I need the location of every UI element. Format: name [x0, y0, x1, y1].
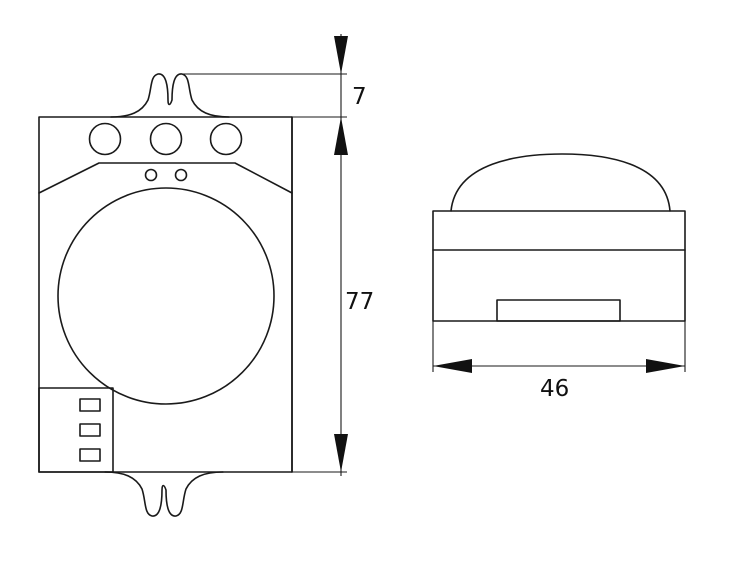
- bottom-mounting-tab: [104, 471, 224, 517]
- arrow-small-bottom: [334, 117, 348, 155]
- front-view: [38, 73, 293, 517]
- side-body-outline: [432, 210, 686, 322]
- side-view: [432, 153, 686, 322]
- indicator-hole-left: [144, 168, 158, 182]
- dimension-label-46: 46: [540, 376, 569, 402]
- switch-2: [79, 423, 101, 437]
- top-hole-right: [209, 122, 243, 156]
- switch-block: [38, 387, 114, 473]
- switch-3: [79, 448, 101, 462]
- sensor-body-outline: [38, 116, 293, 473]
- dimension-label-77: 77: [345, 289, 374, 315]
- lens-circle: [57, 187, 275, 405]
- arrow-width-left: [433, 359, 472, 373]
- vertical-dimensions: 7 77: [182, 34, 374, 476]
- dimension-label-7: 7: [352, 84, 367, 110]
- arrow-main-bottom: [334, 434, 348, 472]
- horizontal-dimension: 46: [432, 321, 686, 402]
- top-hole-left: [88, 122, 122, 156]
- indicator-hole-right: [174, 168, 188, 182]
- arrow-width-right: [646, 359, 685, 373]
- lens-dome: [450, 153, 671, 212]
- top-mounting-tab: [110, 73, 230, 118]
- top-panel-outline: [38, 162, 293, 194]
- top-hole-center: [149, 122, 183, 156]
- side-bottom-rib: [496, 299, 621, 322]
- arrow-small-top: [334, 36, 348, 74]
- switch-1: [79, 398, 101, 412]
